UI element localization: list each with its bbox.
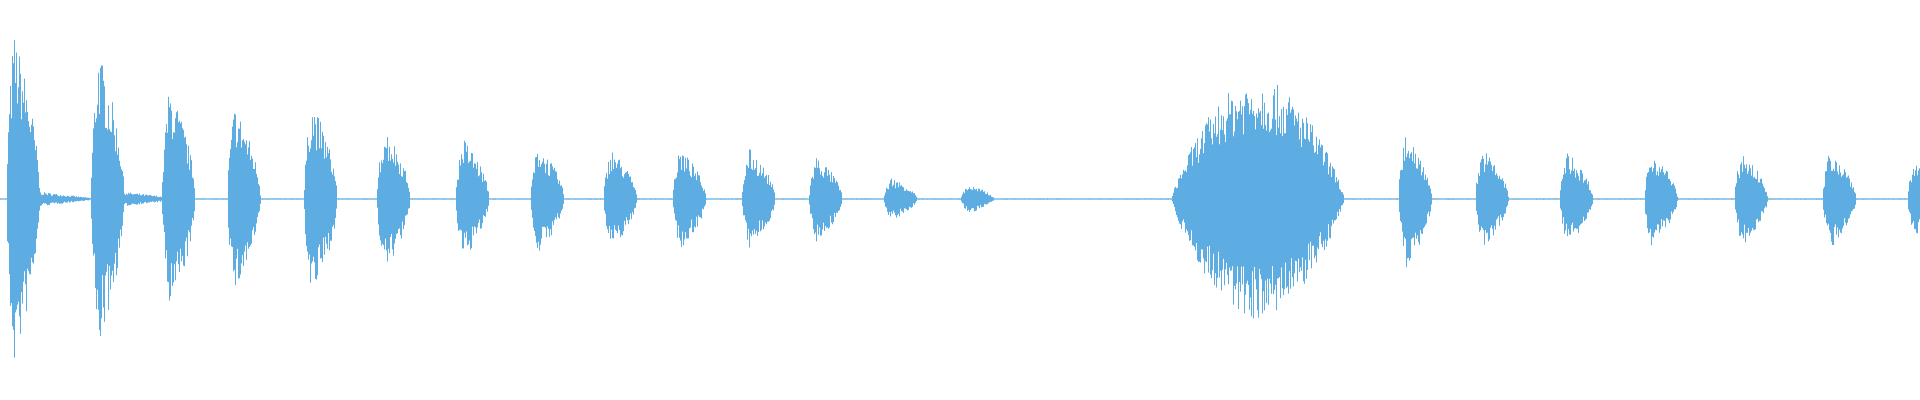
waveform-samples: [0, 40, 1920, 358]
